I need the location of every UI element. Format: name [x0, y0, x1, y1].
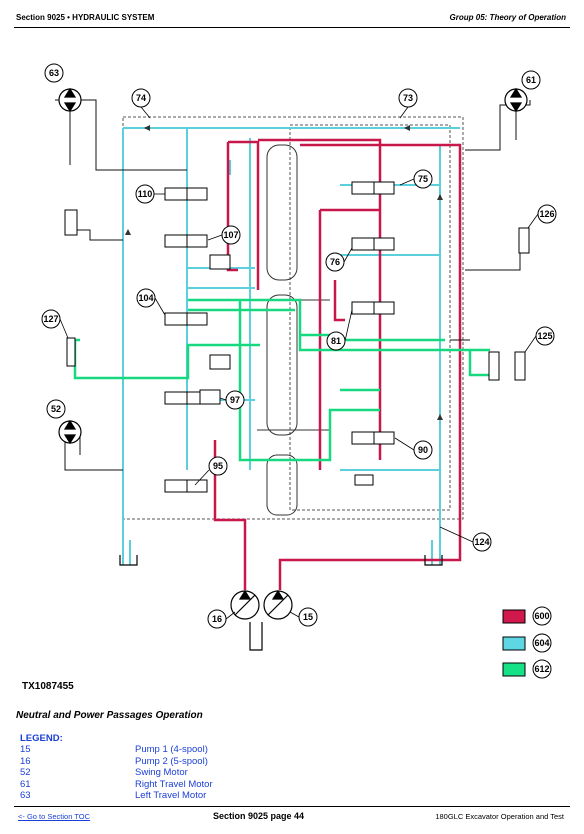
- toc-link[interactable]: <- Go to Section TOC: [18, 812, 91, 821]
- hydraulic-schematic: 63 61 74 73 110 75 126 107 76 104 127 12…: [41, 63, 557, 679]
- tank-symbols: [119, 555, 443, 566]
- callout-15: 15: [303, 612, 313, 622]
- callout-61: 61: [526, 75, 536, 85]
- key-swatch-600: [502, 609, 526, 624]
- callout-124: 124: [474, 537, 489, 547]
- callout-95: 95: [213, 461, 223, 471]
- section-title: Section 9025 • HYDRAULIC SYSTEM: [16, 13, 155, 22]
- key-swatch-604: [502, 636, 526, 651]
- legend-row: 15 Pump 1 (4-spool): [20, 744, 213, 755]
- legend-row: 61 Right Travel Motor: [20, 779, 213, 790]
- spool-valves: [164, 181, 395, 493]
- page-header: Section 9025 • HYDRAULIC SYSTEM Group 05…: [0, 0, 584, 30]
- key-label-604: 604: [534, 638, 549, 648]
- figure-caption: Neutral and Power Passages Operation: [16, 710, 203, 721]
- callout-107: 107: [223, 230, 238, 240]
- callout-73: 73: [403, 93, 413, 103]
- legend-num: 15: [20, 744, 31, 756]
- callout-52: 52: [51, 404, 61, 414]
- power-lines: [73, 298, 495, 462]
- right-travel-motor-symbol: [504, 87, 528, 113]
- left-travel-motor-symbol: [58, 87, 82, 113]
- legend-row: 16 Pump 2 (5-spool): [20, 756, 213, 767]
- page-number: Section 9025 page 44: [213, 811, 305, 821]
- callout-127: 127: [43, 314, 58, 324]
- legend-num: 63: [20, 790, 31, 802]
- cylinder-symbols: [64, 209, 530, 381]
- return-lines: [122, 127, 460, 565]
- group-title: Group 05: Theory of Operation: [449, 13, 566, 22]
- callout-63: 63: [49, 68, 59, 78]
- footer-rule: [14, 806, 570, 807]
- legend-row: 63 Left Travel Motor: [20, 790, 213, 801]
- callout-16: 16: [212, 614, 222, 624]
- legend-row: 52 Swing Motor: [20, 767, 213, 778]
- legend-label: Pump 1 (4-spool): [135, 744, 208, 756]
- manual-title: 180GLC Excavator Operation and Test: [435, 812, 564, 821]
- callout-110: 110: [138, 189, 153, 199]
- callout-126: 126: [539, 209, 554, 219]
- legend-num: 61: [20, 778, 31, 790]
- figure-id: TX1087455: [22, 681, 74, 692]
- callout-74: 74: [136, 93, 146, 103]
- key-label-612: 612: [534, 664, 549, 674]
- pressure-lines: [213, 138, 462, 590]
- callout-76: 76: [330, 257, 340, 267]
- legend-num: 16: [20, 755, 31, 767]
- legend-label: Swing Motor: [135, 767, 188, 779]
- legend-label: Right Travel Motor: [135, 778, 213, 790]
- legend-title: LEGEND:: [20, 733, 63, 744]
- key-swatch-612: [502, 662, 526, 677]
- center-passages: [257, 144, 330, 516]
- flow-arrows: [125, 125, 443, 420]
- callout-90: 90: [418, 445, 428, 455]
- legend-num: 52: [20, 767, 31, 779]
- key-label-600: 600: [534, 611, 549, 621]
- header-rule: [14, 27, 570, 28]
- pump-assembly: [230, 589, 293, 651]
- callout-75: 75: [418, 174, 428, 184]
- color-key: [502, 606, 552, 679]
- callout-81: 81: [331, 336, 341, 346]
- legend-label: Pump 2 (5-spool): [135, 755, 208, 767]
- legend-label: Left Travel Motor: [135, 790, 207, 802]
- callout-125: 125: [537, 331, 552, 341]
- swing-motor-symbol: [58, 419, 82, 445]
- callout-104: 104: [138, 293, 153, 303]
- callout-97: 97: [230, 395, 240, 405]
- legend: LEGEND: 15 Pump 1 (4-spool) 16 Pump 2 (5-s…: [20, 733, 213, 801]
- callout-leaders: [59, 106, 539, 620]
